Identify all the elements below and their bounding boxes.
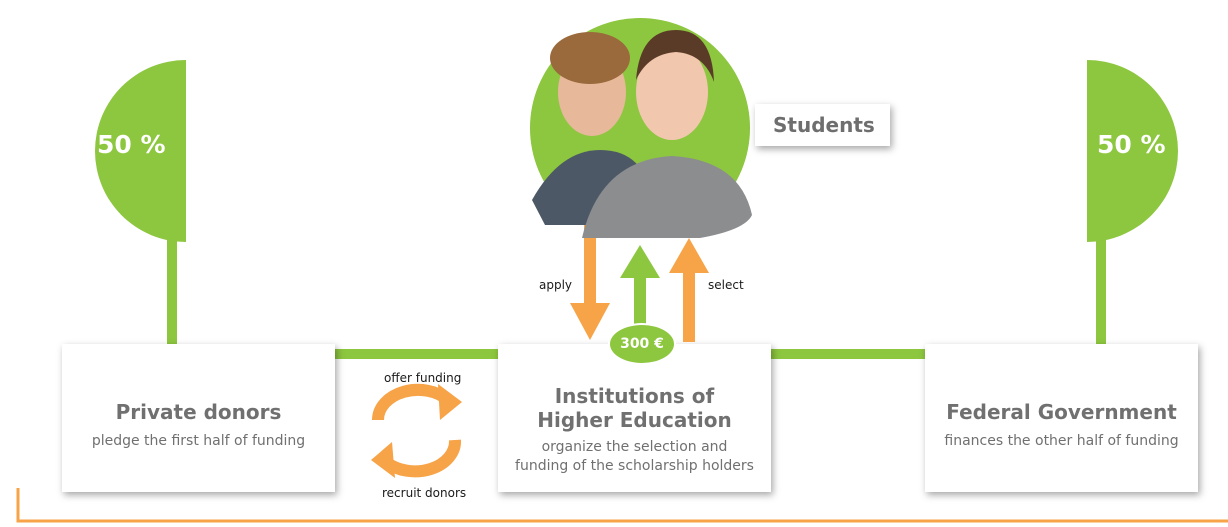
amount-badge: 300 € [608, 323, 676, 365]
recruit-donors-label: recruit donors [382, 486, 467, 500]
right-share-label: 50 % [1097, 130, 1166, 159]
private-donors-description: pledge the first half of funding [91, 433, 306, 449]
students-photo [530, 18, 752, 238]
offer-funding-label: offer funding [384, 371, 462, 385]
left-half-disc [95, 60, 186, 242]
private-donors-box: Private donors pledge the first half of … [62, 344, 335, 492]
institutions-title-line1: Institutions of [554, 384, 715, 408]
apply-arrow [570, 225, 610, 340]
institutions-title-line2: Higher Education [537, 408, 732, 432]
students-label: Students [755, 104, 890, 146]
orange-frame-line [16, 488, 1228, 523]
institutions-box: Institutions of Higher Education organiz… [498, 344, 771, 492]
left-share-label: 50 % [97, 130, 166, 159]
apply-label: apply [539, 278, 573, 292]
federal-government-title: Federal Government [946, 400, 1177, 424]
institutions-description-line1: organize the selection and [541, 439, 728, 455]
federal-government-box: Federal Government finances the other ha… [925, 344, 1198, 492]
private-donors-title: Private donors [115, 400, 282, 424]
cycle-arrows-icon [371, 383, 462, 478]
select-label: select [708, 278, 744, 292]
federal-government-description: finances the other half of funding [944, 433, 1179, 449]
institutions-description-line2: funding of the scholarship holders [515, 458, 754, 474]
funding-up-arrow [620, 245, 660, 330]
select-arrow [669, 238, 709, 342]
right-half-disc [1087, 60, 1178, 242]
